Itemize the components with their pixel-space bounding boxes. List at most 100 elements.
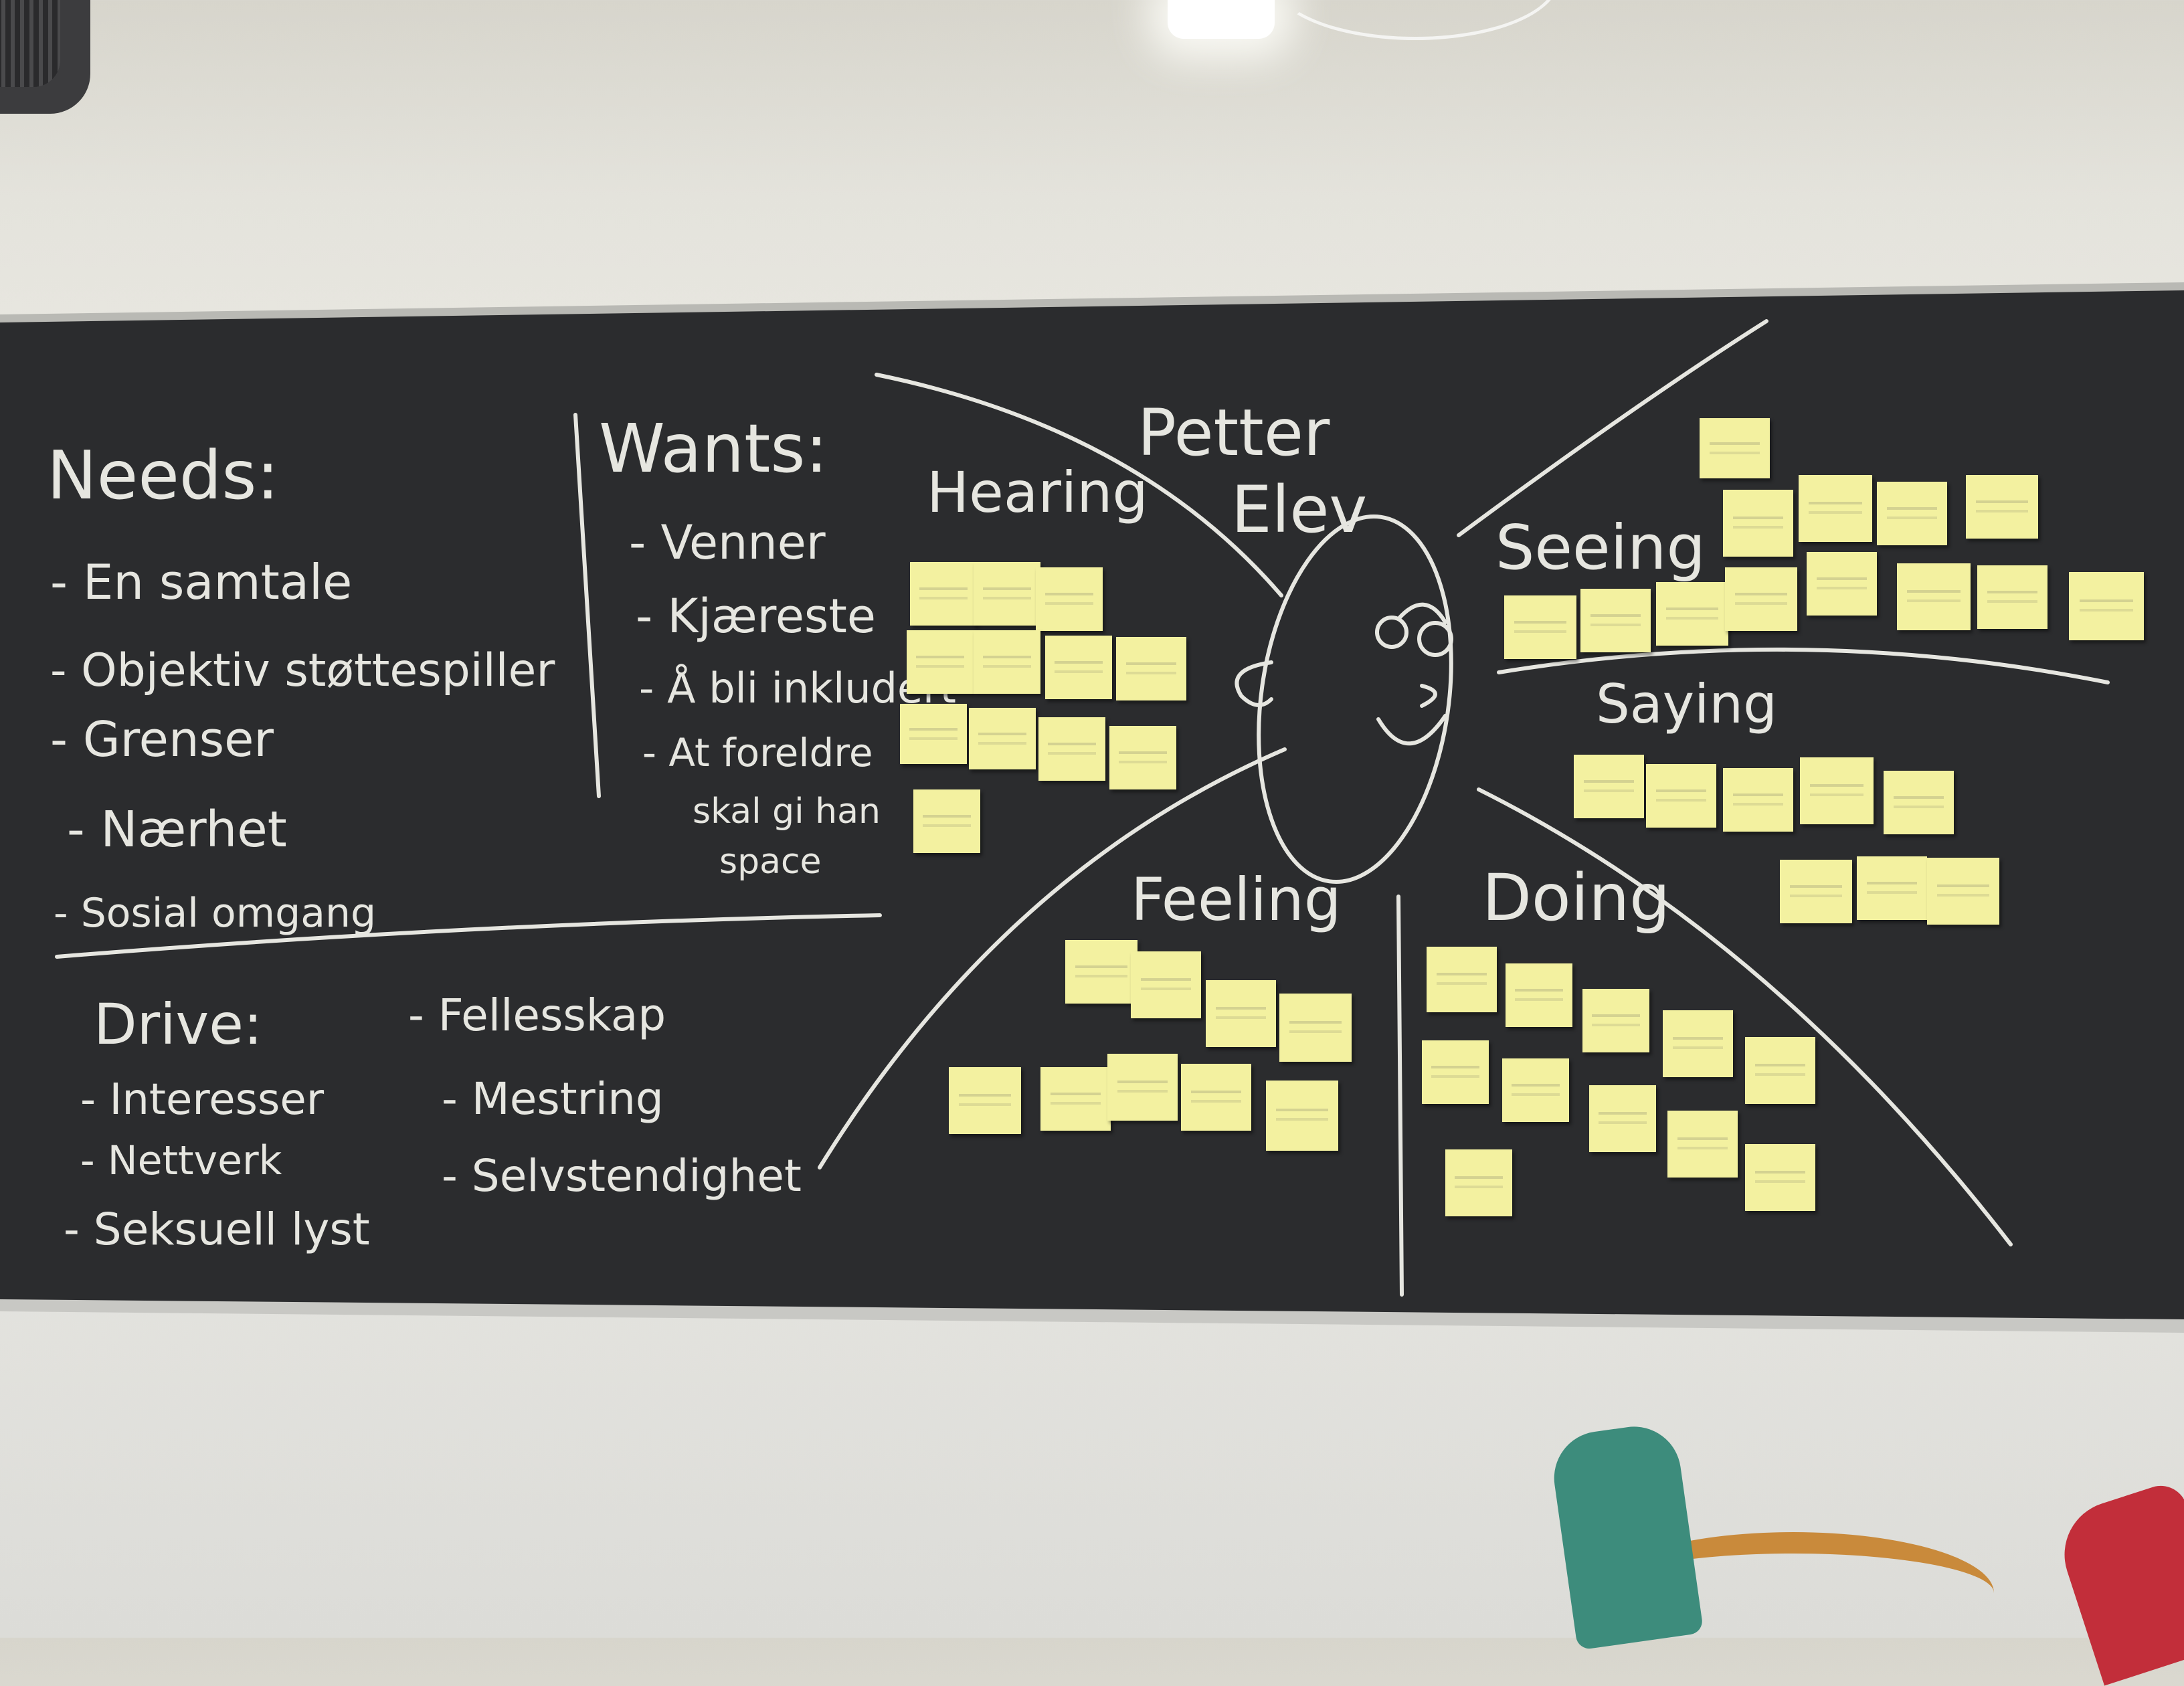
sticky-note [1504,595,1576,659]
sticky-note [1109,726,1176,789]
chalkboard-surface [0,288,2184,1321]
drive-section: Drive: - Interesser - Nettverk - Seksuel… [64,990,802,1255]
needs-item: - Nærhet [67,801,287,858]
needs-item: - Sosial omgang [54,890,376,937]
sticky-note [969,708,1036,769]
sticky-note [1877,482,1947,545]
sticky-note [1107,1054,1178,1121]
sticky-note [1040,1067,1111,1131]
sticky-note [1857,856,1927,920]
wants-item: skal gi han [693,791,881,832]
sticky-note [1966,475,2038,539]
sticky-note [1445,1149,1512,1216]
sticky-note [1427,947,1497,1012]
sticky-note [1038,717,1105,781]
feeling-left-line [818,747,1287,1169]
sticky-note [1045,636,1112,699]
persona-right-eye [1417,621,1453,657]
sticky-note [1799,475,1872,542]
feeling-doing-line [1396,895,1404,1297]
projector [0,0,90,114]
sticky-note [1884,771,1954,834]
sticky-note [910,562,977,626]
doing-label: Doing [1482,860,1670,935]
drive-item: - Interesser [80,1075,325,1125]
drive-item: - Selvstendighet [442,1150,802,1202]
sticky-note [949,1067,1021,1134]
sticky-note [1502,1058,1569,1122]
sticky-note [1422,1040,1489,1104]
chalk-tray [0,1299,2184,1333]
sticky-note [913,789,980,853]
sticky-note [1807,552,1877,616]
persona-left-eye [1375,616,1408,649]
needs-item: - Objektiv støttespiller [50,644,555,697]
sticky-note [1181,1064,1251,1131]
persona-hair [1396,602,1447,624]
sticky-note [1266,1081,1338,1151]
seeing-saying-line [1497,647,2110,684]
sticky-note [1580,589,1651,652]
persona-ear [1235,660,1273,707]
drive-item: - Fellesskap [408,990,666,1041]
chalkboard: Needs: - En samtale - Objektiv støttespi… [0,282,2184,1333]
wants-item: - Venner [629,515,826,570]
sticky-note [1574,755,1644,818]
wants-item: space [719,842,822,882]
chalkboard-top-frame [0,282,2184,322]
sticky-note [1977,565,2047,629]
sticky-note [1663,1010,1733,1077]
drive-item: - Mestring [442,1073,664,1125]
wants-item: - Kjæreste [636,589,876,644]
drive-heading: Drive: [94,992,262,1057]
hearing-label: Hearing [927,460,1148,525]
sticky-note [974,630,1040,694]
sticky-note [1927,858,1999,925]
drive-item: - Nettverk [80,1137,282,1184]
saying-doing-line [1477,787,2013,1246]
sticky-note [1745,1037,1815,1104]
sticky-note [1723,768,1793,832]
drive-item: - Seksuell lyst [64,1204,370,1255]
sticky-note [1780,860,1852,923]
sticky-note [974,562,1040,626]
persona-label: Petter Elev [1138,395,1367,547]
sticky-note [1897,563,1971,630]
sticky-note [1589,1085,1656,1152]
persona-mouth [1376,714,1447,746]
sticky-note [1745,1144,1815,1211]
needs-drive-divider [55,913,882,959]
sticky-note [1116,637,1186,700]
empathy-map-lines [55,319,2110,1297]
wants-item: - At foreldre [642,730,873,775]
persona-name: Petter [1138,395,1330,470]
sticky-note [900,704,967,764]
sticky-note [1065,940,1138,1004]
sticky-note [1800,757,1874,824]
sticky-note [1646,764,1716,828]
sticky-note [1700,418,1770,478]
sticky-note [1206,980,1276,1047]
needs-wants-divider [573,413,601,798]
sticky-note [2069,572,2144,640]
feeling-label: Feeling [1131,865,1342,934]
sticky-note [1667,1111,1738,1178]
sticky-note [1725,567,1797,631]
sticky-note [1506,963,1572,1027]
ceiling-lamp [1168,0,1275,39]
sticky-note [1036,567,1103,631]
sticky-note [1131,951,1201,1018]
persona-head [1257,514,1453,884]
sticky-note [1656,582,1728,646]
sticky-note [1723,490,1793,557]
needs-item: - Grenser [50,711,274,767]
sticky-note [1279,994,1352,1062]
needs-item: - En samtale [50,554,352,610]
hearing-seeing-line [875,373,1283,597]
sticky-note [1582,989,1649,1052]
persona-role: Elev [1231,472,1367,547]
seeing-top-line [1457,319,1768,537]
sticky-note [907,630,974,694]
saying-label: Saying [1596,673,1777,735]
seeing-label: Seeing [1495,512,1706,583]
